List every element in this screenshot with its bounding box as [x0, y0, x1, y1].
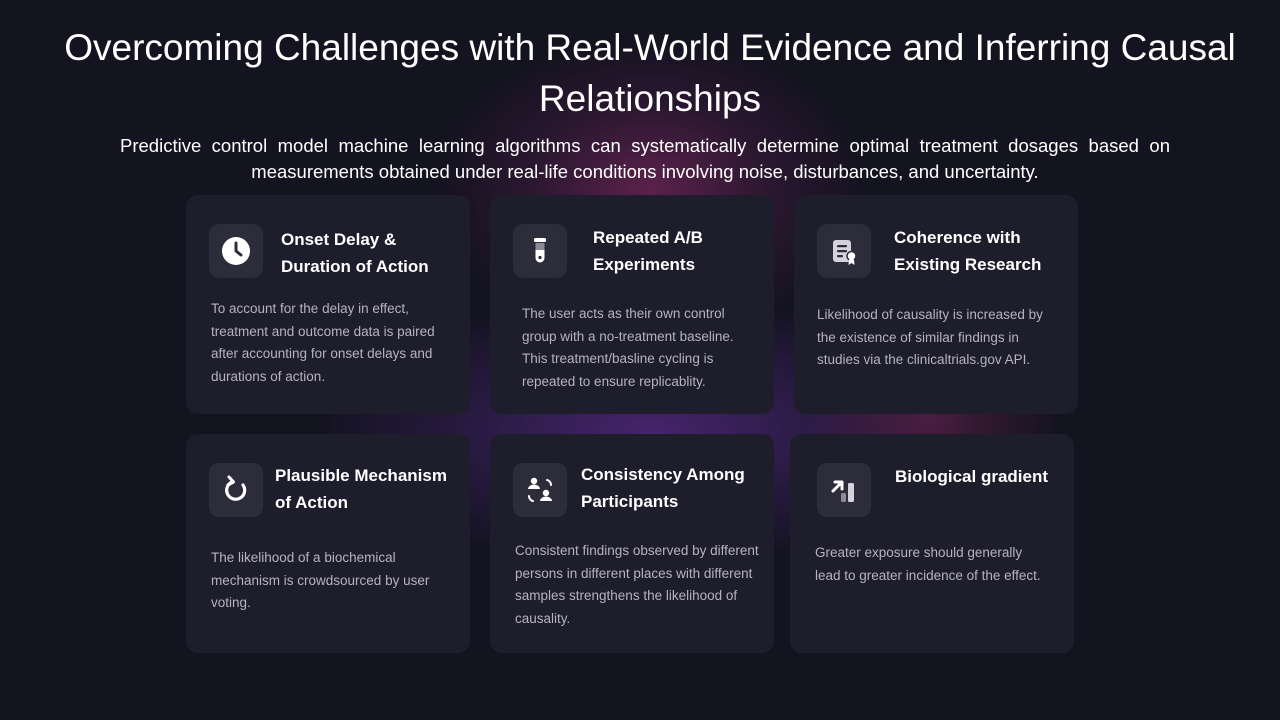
clock-icon: [209, 224, 263, 278]
card-coherence: Coherence with Existing Research Likelih…: [794, 195, 1078, 414]
card-title: Plausible Mechanism of Action: [275, 466, 447, 512]
card-title: Coherence with Existing Research: [894, 228, 1042, 274]
card-body: The likelihood of a biochemical mechanis…: [211, 550, 430, 610]
card-onset-delay: Onset Delay & Duration of Action To acco…: [186, 195, 470, 414]
card-repeated-ab: Repeated A/B Experiments The user acts a…: [490, 195, 774, 414]
slide-subtitle: Predictive control model machine learnin…: [120, 135, 1170, 182]
certificate-icon: [817, 224, 871, 278]
card-title: Repeated A/B Experiments: [593, 228, 703, 274]
card-plausible-mechanism: Plausible Mechanism of Action The likeli…: [186, 434, 470, 653]
slide-title: Overcoming Challenges with Real-World Ev…: [64, 27, 1236, 119]
test-tube-icon: [513, 224, 567, 278]
card-biological-gradient: Biological gradient Greater exposure sho…: [790, 434, 1074, 653]
card-body: Greater exposure should generally lead t…: [815, 545, 1041, 583]
people-exchange-icon: [513, 463, 567, 517]
card-consistency: Consistency Among Participants Consisten…: [490, 434, 774, 653]
card-title: Onset Delay & Duration of Action: [281, 230, 429, 276]
growth-chart-icon: [817, 463, 871, 517]
card-title: Consistency Among Participants: [581, 465, 745, 511]
card-body: Likelihood of causality is increased by …: [817, 307, 1043, 367]
card-body: Consistent findings observed by differen…: [515, 543, 759, 626]
refresh-icon: [209, 463, 263, 517]
card-title: Biological gradient: [895, 467, 1049, 486]
card-body: To account for the delay in effect, trea…: [211, 301, 435, 384]
card-body: The user acts as their own control group…: [522, 306, 734, 389]
